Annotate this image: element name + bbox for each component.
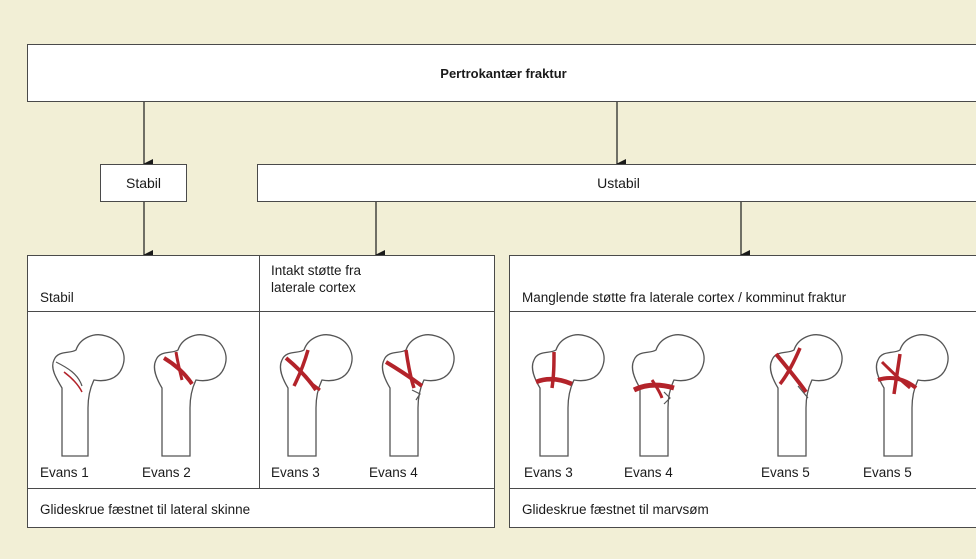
left-header-divider: [28, 311, 494, 312]
left-footer-divider: [28, 488, 494, 489]
femur-evans-1-illustration: [42, 328, 132, 458]
left-footer-text: Glideskrue fæstnet til lateral skinne: [40, 501, 250, 518]
femur-evans-3-comminuted-illustration: [524, 328, 614, 458]
femur-evans-3-illustration: [272, 328, 362, 458]
bone-label-evans-1: Evans 1: [40, 464, 89, 481]
bone-label-evans-2: Evans 2: [142, 464, 191, 481]
bone-label-evans-4-right: Evans 4: [624, 464, 673, 481]
femur-evans-4-comminuted-illustration: [624, 328, 714, 458]
bone-label-evans-3-right: Evans 3: [524, 464, 573, 481]
femur-evans-5a-illustration: [762, 328, 852, 458]
left-col2-header-line1: Intakt støtte fra: [271, 262, 361, 279]
bone-label-evans-5b: Evans 5: [863, 464, 912, 481]
bone-label-evans-5a: Evans 5: [761, 464, 810, 481]
left-col2-header-line2: laterale cortex: [271, 279, 356, 296]
bone-label-evans-3: Evans 3: [271, 464, 320, 481]
left-panel: Stabil Intakt støtte fra laterale cortex: [27, 255, 495, 528]
left-column-divider: [259, 256, 260, 488]
ustabil-box: Ustabil: [257, 164, 976, 202]
right-header-text: Manglende støtte fra laterale cortex / k…: [522, 289, 846, 306]
femur-evans-4-illustration: [374, 328, 464, 458]
right-header-divider: [510, 311, 976, 312]
left-col1-header: Stabil: [40, 289, 74, 306]
bone-label-evans-4: Evans 4: [369, 464, 418, 481]
title-text: Pertrokantær fraktur: [440, 66, 566, 81]
femur-evans-2-illustration: [146, 328, 236, 458]
right-panel: Manglende støtte fra laterale cortex / k…: [509, 255, 976, 528]
title-box: Pertrokantær fraktur: [27, 44, 976, 102]
femur-evans-5b-illustration: [868, 328, 958, 458]
right-footer-text: Glideskrue fæstnet til marvsøm: [522, 501, 709, 518]
stabil-box: Stabil: [100, 164, 187, 202]
right-footer-divider: [510, 488, 976, 489]
stabil-text: Stabil: [126, 175, 161, 191]
ustabil-text: Ustabil: [597, 175, 640, 191]
